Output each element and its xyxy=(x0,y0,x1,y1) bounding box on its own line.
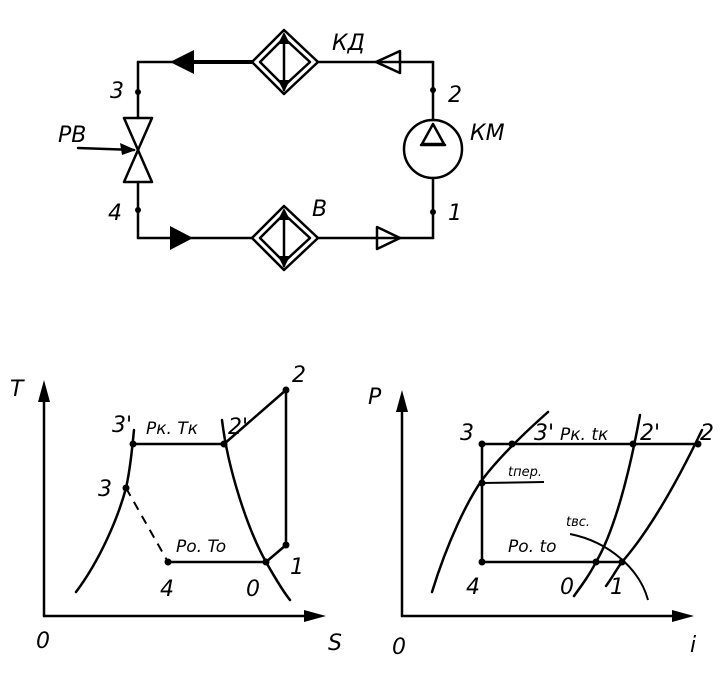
ts-point-4 xyxy=(164,558,172,566)
pi-subcool-leader xyxy=(481,481,545,484)
schematic-label-4: 4 xyxy=(108,201,122,226)
ts-label-2: 2 xyxy=(292,363,306,388)
pi-suction-temp-label: tвс. xyxy=(566,515,590,530)
ts-point-3 xyxy=(122,484,130,492)
compressor-symbol xyxy=(402,118,464,180)
schematic-label-3: 3 xyxy=(110,79,124,104)
compressor-label: КМ xyxy=(470,121,505,146)
pi-label-3: 3 xyxy=(460,421,474,446)
pi-point-subcool xyxy=(478,479,486,487)
ts-liquid-line xyxy=(74,428,136,594)
ts-origin-label: 0 xyxy=(36,629,50,654)
schematic-label-2: 2 xyxy=(448,83,462,108)
pi-y-label: P xyxy=(368,385,382,410)
pi-point-2 xyxy=(694,440,702,448)
schematic-point-2 xyxy=(430,87,436,93)
pi-label-2: 2 xyxy=(700,421,714,446)
ts-throttling-line xyxy=(125,487,169,563)
valve-label: РВ xyxy=(58,123,86,148)
condenser-symbol xyxy=(250,28,320,96)
flow-arrow-top-left xyxy=(170,50,194,74)
pi-label-1: 1 xyxy=(610,575,624,600)
pi-point-3 xyxy=(478,440,486,448)
ts-point-0 xyxy=(262,558,270,566)
ts-label-4: 4 xyxy=(160,577,174,602)
evaporator-label: В xyxy=(312,197,327,222)
ts-x-label: S xyxy=(328,631,342,656)
schematic-point-1 xyxy=(430,209,436,215)
pi-liquid-line xyxy=(430,410,550,594)
ts-point-3prime xyxy=(129,440,137,448)
pi-point-2prime xyxy=(629,440,637,448)
flow-arrow-bottom-right xyxy=(375,225,402,251)
pi-isotherm-line xyxy=(604,428,704,588)
ts-y-label: T xyxy=(10,377,25,402)
ts-label-0: 0 xyxy=(246,577,260,602)
ts-label-2prime: 2' xyxy=(228,415,248,440)
ts-label-3prime: 3' xyxy=(112,413,132,438)
pi-origin-label: 0 xyxy=(392,635,406,660)
ts-y-arrow xyxy=(38,380,50,402)
ts-point-2 xyxy=(282,386,290,394)
condenser-label: КД xyxy=(332,31,365,56)
ts-label-3: 3 xyxy=(98,477,112,502)
ts-x-arrow xyxy=(304,610,326,622)
pi-label-4: 4 xyxy=(466,575,480,600)
evaporator-symbol xyxy=(250,204,320,272)
flow-arrow-bottom-left xyxy=(170,226,193,250)
pi-label-0: 0 xyxy=(560,575,574,600)
pi-high-pressure-label: Pк. tк xyxy=(560,425,609,445)
pi-vapor-line xyxy=(572,413,642,598)
ts-desuperheat-line xyxy=(222,388,288,446)
pi-label-2prime: 2' xyxy=(640,421,660,446)
pi-point-4 xyxy=(478,558,486,566)
pi-label-3prime: 3' xyxy=(534,421,554,446)
schematic-point-4 xyxy=(135,207,141,213)
ts-label-1: 1 xyxy=(290,555,304,580)
schematic-label-1: 1 xyxy=(448,201,462,226)
pi-point-3prime xyxy=(508,440,516,448)
flow-arrow-top-right xyxy=(374,49,402,75)
pi-low-pressure-label: Po. to xyxy=(508,537,557,557)
ts-vapor-line xyxy=(220,418,292,602)
pi-subcool-temp-label: tпер. xyxy=(508,465,542,480)
expansion-valve-symbol xyxy=(76,116,154,184)
pi-y-arrow xyxy=(396,390,408,412)
ts-diagram: T S 0 3' 2' 2 3 4 0 1 Pк. Tк Po. To xyxy=(10,363,342,656)
ts-high-pressure-label: Pк. Tк xyxy=(146,419,199,439)
ts-point-2prime xyxy=(220,440,228,448)
schematic-point-3 xyxy=(135,89,141,95)
ts-low-pressure-label: Po. To xyxy=(176,537,226,557)
pi-point-1 xyxy=(618,558,626,566)
pi-point-0 xyxy=(592,558,600,566)
pi-x-arrow xyxy=(672,610,694,622)
ts-superheat-line xyxy=(264,543,288,564)
ts-point-1 xyxy=(282,541,290,549)
pi-diagram: P i 0 3 3' 2' 2 4 0 1 Pк. tк Po. to tпер… xyxy=(368,385,714,660)
pi-x-label: i xyxy=(690,633,696,658)
cycle-schematic: КД В КМ РВ 3 4 2 1 xyxy=(58,28,505,272)
